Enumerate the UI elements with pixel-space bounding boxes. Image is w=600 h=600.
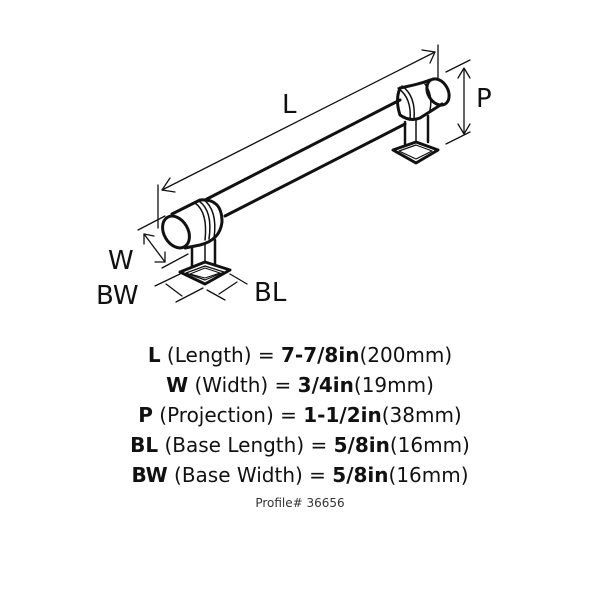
spec-code: P: [138, 403, 153, 427]
profile-number: Profile# 36656: [255, 496, 345, 510]
spec-code: W: [166, 373, 189, 397]
spec-imperial: 5/8in: [333, 433, 390, 457]
spec-metric: (19mm): [353, 373, 434, 397]
spec-metric: (16mm): [389, 433, 470, 457]
label-base-length: BL: [254, 278, 287, 308]
spec-width: W (Width) = 3/4in(19mm): [0, 370, 600, 400]
spec-imperial: 3/4in: [297, 373, 354, 397]
spec-projection: P (Projection) = 1-1/2in(38mm): [0, 400, 600, 430]
spec-base-width: BW (Base Width) = 5/8in(16mm): [0, 460, 600, 490]
spec-desc: (Projection) =: [152, 403, 304, 427]
spec-desc: (Length) =: [160, 343, 281, 367]
spec-imperial: 5/8in: [332, 463, 389, 487]
spec-imperial: 7-7/8in: [280, 343, 360, 367]
spec-metric: (16mm): [388, 463, 469, 487]
spec-length: L (Length) = 7-7/8in(200mm): [0, 340, 600, 370]
spec-desc: (Base Width) =: [167, 463, 333, 487]
label-projection: P: [476, 84, 492, 114]
spec-code: BW: [131, 463, 168, 487]
spec-metric: (200mm): [359, 343, 453, 367]
spec-code: L: [147, 343, 161, 367]
bar-pull-illustration: [137, 44, 471, 303]
spec-desc: (Width) =: [188, 373, 298, 397]
label-width: W: [108, 246, 134, 276]
spec-imperial: 1-1/2in: [303, 403, 382, 427]
spec-code: BL: [130, 433, 159, 457]
label-base-width: BW: [96, 281, 139, 311]
pull-dimension-diagram: L P W BW BL: [96, 44, 492, 311]
spec-metric: (38mm): [381, 403, 462, 427]
spec-base-length: BL (Base Length) = 5/8in(16mm): [0, 430, 600, 460]
label-length: L: [282, 90, 297, 120]
dimension-specs: L (Length) = 7-7/8in(200mm) W (Width) = …: [0, 340, 600, 510]
spec-desc: (Base Length) =: [158, 433, 334, 457]
